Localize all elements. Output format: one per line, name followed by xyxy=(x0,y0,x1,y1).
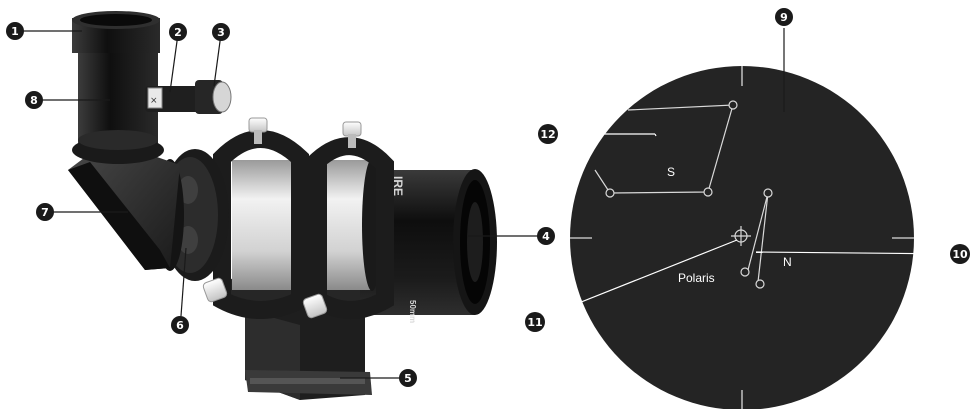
eyepiece-tube xyxy=(72,11,164,164)
svg-text:8: 8 xyxy=(30,94,38,107)
svg-text:9: 9 xyxy=(780,11,788,24)
reticle-label-s: S xyxy=(667,165,675,179)
callout-2: 2 xyxy=(169,23,187,41)
reticle-label-polaris: Polaris xyxy=(678,271,715,285)
callout-8: 8 xyxy=(25,91,43,109)
thumb-screws xyxy=(202,117,362,319)
svg-text:7: 7 xyxy=(41,206,49,219)
leader-lines xyxy=(22,28,959,379)
callout-5: 5 xyxy=(399,369,417,387)
callout-3: 3 xyxy=(212,23,230,41)
brand-text: IRE xyxy=(391,176,405,196)
svg-text:5: 5 xyxy=(404,372,412,385)
constellation-n xyxy=(740,188,773,289)
callout-9: 9 xyxy=(775,8,793,26)
svg-text:6: 6 xyxy=(176,319,184,332)
size-text: 50mm xyxy=(408,300,417,323)
diagonal-prism xyxy=(68,140,180,270)
callout-4: 4 xyxy=(537,227,555,245)
svg-text:12: 12 xyxy=(540,128,555,141)
svg-text:3: 3 xyxy=(217,26,225,39)
illuminator-knob: ⨯ xyxy=(145,80,232,114)
callout-10: 10 xyxy=(950,244,970,264)
polaris-marker xyxy=(731,226,751,246)
reticle-field xyxy=(570,66,914,409)
callout-12: 12 xyxy=(538,124,558,144)
callout-11: 11 xyxy=(525,312,545,332)
callout-1: 1 xyxy=(6,22,24,40)
callout-7: 7 xyxy=(36,203,54,221)
reticle-view: S N Polaris xyxy=(570,66,914,409)
svg-text:1: 1 xyxy=(11,25,19,38)
svg-text:⨯: ⨯ xyxy=(150,96,158,106)
ring-clamps xyxy=(213,130,394,319)
callout-6: 6 xyxy=(171,316,189,334)
reticle-ticks xyxy=(570,66,914,409)
finder-scope: IRE T I C 50mm xyxy=(68,11,497,400)
svg-text:11: 11 xyxy=(527,316,542,329)
svg-text:2: 2 xyxy=(174,26,182,39)
svg-text:4: 4 xyxy=(542,230,550,243)
objective-tube: IRE T I C 50mm xyxy=(360,169,497,323)
constellation-s xyxy=(594,100,738,198)
reticle-label-n: N xyxy=(783,255,792,269)
svg-text:10: 10 xyxy=(952,248,968,261)
